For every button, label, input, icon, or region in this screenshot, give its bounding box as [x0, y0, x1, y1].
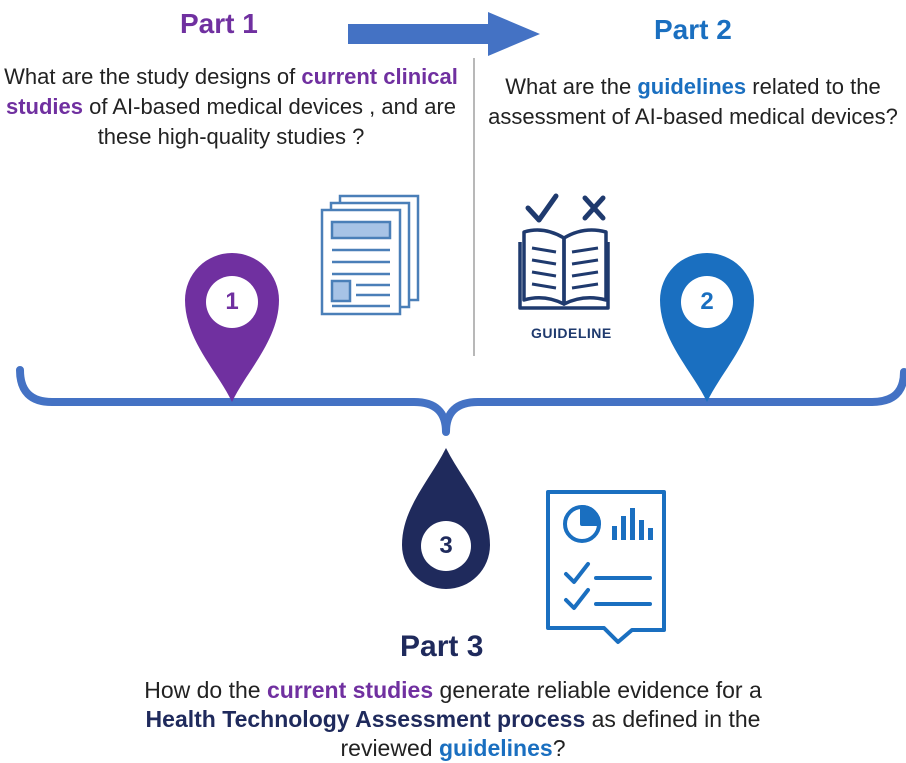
pin-2-marker: [660, 253, 754, 402]
part1-question: What are the study designs of current cl…: [4, 64, 458, 149]
open-book-checklist-icon: [518, 193, 610, 310]
pin-2-number: 2: [700, 288, 714, 315]
part2-question: What are the guidelines related to the a…: [488, 74, 898, 129]
timeline-brace: [16, 366, 906, 436]
pin-3-marker: [402, 448, 490, 589]
divider-line: [473, 58, 475, 356]
part2-highlight: guidelines: [637, 74, 747, 99]
guideline-icon-label: GUIDELINE: [531, 325, 612, 341]
document-icon: [320, 194, 420, 316]
pin-1-marker: [185, 253, 279, 402]
report-chart-checklist-icon: [546, 490, 666, 644]
arrow-right-icon: [348, 12, 540, 56]
pin-1-number: 1: [225, 288, 239, 315]
pin-3-number: 3: [439, 532, 453, 559]
part3-title: Part 3: [400, 630, 484, 663]
part1-title: Part 1: [180, 8, 258, 39]
part2-title: Part 2: [654, 14, 732, 45]
part1-highlight: current clinical studies: [5, 64, 458, 119]
